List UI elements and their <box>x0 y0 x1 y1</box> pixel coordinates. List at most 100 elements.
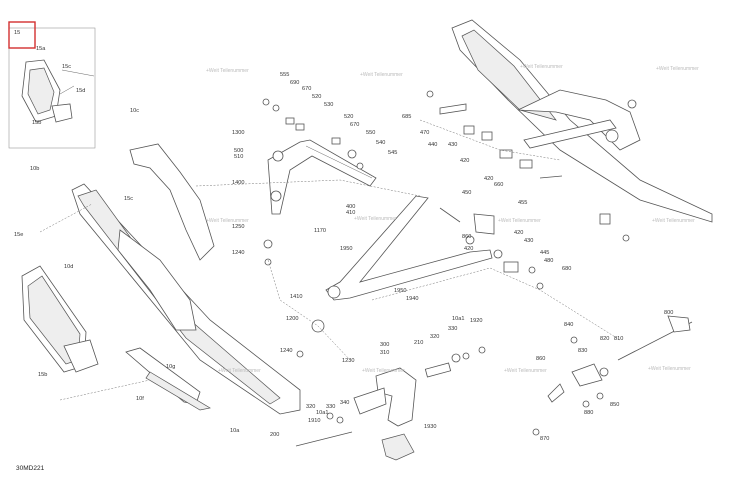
callout-545: 545 <box>388 150 397 156</box>
left-guard-plate <box>63 339 99 373</box>
callout-15b-inset: 15b <box>32 120 41 126</box>
callout-15a: 15a <box>36 46 46 52</box>
callout-400: 400 <box>346 204 355 210</box>
part-880 <box>582 400 590 408</box>
callout-1240b: 1240 <box>280 348 292 354</box>
watermark-4: +Weit Teilenummer <box>656 66 699 72</box>
part-545 <box>356 162 364 170</box>
part-445 <box>528 266 536 274</box>
callout-1410: 1410 <box>290 294 302 300</box>
callout-420b: 420 <box>484 176 493 182</box>
callout-690: 690 <box>290 80 299 86</box>
part-420 <box>499 149 513 159</box>
part-555 <box>262 98 270 106</box>
callout-420c: 420 <box>464 246 473 252</box>
part-690 <box>272 104 280 112</box>
callout-10a1b: 10a1 <box>316 410 328 416</box>
callout-15b: 15b <box>38 372 47 378</box>
callout-660: 660 <box>494 182 503 188</box>
part-440 <box>463 125 475 135</box>
callout-1230: 1230 <box>342 358 354 364</box>
watermark-7: +Weit Teilenummer <box>498 218 541 224</box>
nut-1250 <box>263 239 273 249</box>
callout-1930: 1930 <box>424 424 436 430</box>
assembly-line-2 <box>267 259 351 361</box>
rod-end-800 <box>667 315 691 333</box>
inset-guard-inner <box>27 67 55 115</box>
inset-plate <box>51 103 73 123</box>
callout-10f: 10f <box>136 396 144 402</box>
callout-300: 300 <box>380 342 389 348</box>
callout-860b: 860 <box>536 356 545 362</box>
part-430 <box>481 131 493 141</box>
callout-455: 455 <box>518 200 527 206</box>
callout-430: 430 <box>448 142 457 148</box>
left-mid-brace <box>117 229 197 331</box>
callout-15d: 15d <box>76 88 85 94</box>
part-550 <box>331 137 341 145</box>
bolt-450 <box>439 207 461 223</box>
assembly-line-1 <box>195 179 421 197</box>
callout-670: 670 <box>302 86 311 92</box>
part-480 <box>536 282 544 290</box>
callout-555: 555 <box>280 72 289 78</box>
part-840 <box>570 336 578 344</box>
part-540 <box>347 149 357 159</box>
callout-685: 685 <box>402 114 411 120</box>
part-430b <box>503 261 519 273</box>
part-820 <box>599 367 609 377</box>
callout-420d: 420 <box>514 230 523 236</box>
callout-450: 450 <box>462 190 471 196</box>
callout-10a1: 10a1 <box>452 316 464 322</box>
watermark-1: +Weit Teilenummer <box>206 68 249 74</box>
bushing-1300 <box>272 150 284 162</box>
callout-470: 470 <box>420 130 429 136</box>
callout-15c: 15c <box>124 196 133 202</box>
watermark-5: +Weit Teilenummer <box>206 218 249 224</box>
spindle-bracket <box>353 387 387 415</box>
assembly-line-4 <box>39 203 93 233</box>
assembly-line-3 <box>371 267 621 341</box>
callout-800: 800 <box>664 310 673 316</box>
callout-1170: 1170 <box>314 228 326 234</box>
nut-1240 <box>264 258 272 266</box>
part-660 <box>519 159 533 169</box>
link-470 <box>439 103 467 115</box>
callout-15e: 15e <box>14 232 23 238</box>
callout-10d: 10d <box>64 264 73 270</box>
assembly-line-6 <box>419 119 561 161</box>
watermark-10: +Weit Teilenummer <box>362 368 405 374</box>
bracket-860 <box>473 213 495 235</box>
right-torque-rod <box>523 119 617 149</box>
assembly-line-5 <box>59 379 151 401</box>
lower-arm-ball <box>327 285 341 299</box>
callout-520b: 520 <box>344 114 353 120</box>
callout-15c-inset: 15c <box>62 64 71 70</box>
callout-1940: 1940 <box>406 296 418 302</box>
watermark-8: +Weit Teilenummer <box>652 218 695 224</box>
bumper-1930 <box>381 433 415 461</box>
callout-10a: 10a <box>230 428 240 434</box>
left-upper-arm <box>129 143 215 261</box>
callout-320: 320 <box>430 334 439 340</box>
callout-520: 520 <box>312 94 321 100</box>
callout-445: 445 <box>540 250 549 256</box>
watermark-12: +Weit Teilenummer <box>648 366 691 372</box>
washer-320 <box>451 353 461 363</box>
part-1920 <box>478 346 486 354</box>
inset-label: 15 <box>14 30 20 36</box>
callout-1300: 1300 <box>232 130 244 136</box>
diagram-code: 30MD221 <box>16 465 45 472</box>
callout-1910: 1910 <box>308 418 320 424</box>
callout-1920: 1920 <box>470 318 482 324</box>
callout-420: 420 <box>460 158 469 164</box>
part-530 <box>285 117 295 125</box>
callout-430b: 430 <box>524 238 533 244</box>
right-guard <box>461 29 557 121</box>
callout-530: 530 <box>324 102 333 108</box>
upper-a-arm <box>267 139 377 215</box>
part-685 <box>426 90 434 98</box>
washer-320b <box>326 412 334 420</box>
